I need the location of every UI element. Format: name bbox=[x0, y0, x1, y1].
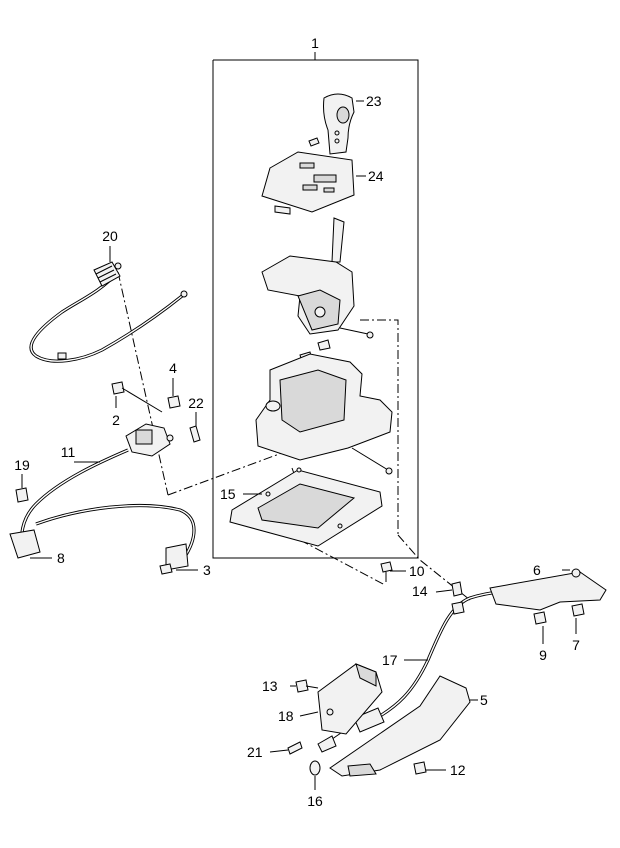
base-plate bbox=[229, 467, 383, 547]
indicator-cover bbox=[261, 151, 355, 215]
callout-24: 24 bbox=[368, 168, 384, 184]
cable-20 bbox=[29, 261, 188, 363]
fasteners-right bbox=[287, 679, 427, 776]
cable-17 bbox=[317, 568, 607, 753]
callout-11: 11 bbox=[61, 444, 76, 460]
callout-12: 12 bbox=[450, 762, 466, 778]
callout-15: 15 bbox=[220, 486, 236, 502]
shift-base bbox=[255, 353, 393, 475]
callout-19: 19 bbox=[14, 457, 30, 473]
leader-lines bbox=[21, 100, 577, 790]
callout-23: 23 bbox=[366, 93, 382, 109]
callout-20: 20 bbox=[102, 228, 118, 244]
callout-1: 1 bbox=[311, 35, 319, 51]
callout-21: 21 bbox=[247, 744, 263, 760]
callout-4: 4 bbox=[169, 360, 177, 376]
callout-18: 18 bbox=[278, 708, 294, 724]
callout-10: 10 bbox=[409, 563, 425, 579]
fasteners-left bbox=[15, 381, 201, 503]
cable-11 bbox=[9, 423, 196, 575]
callout-9: 9 bbox=[539, 647, 547, 663]
shift-knob bbox=[308, 93, 355, 155]
bracket-18 bbox=[317, 663, 383, 735]
callout-8: 8 bbox=[57, 550, 65, 566]
callout-3: 3 bbox=[203, 562, 211, 578]
callout-22: 22 bbox=[188, 395, 204, 411]
callout-14: 14 bbox=[412, 583, 428, 599]
callout-13: 13 bbox=[262, 678, 278, 694]
callout-2: 2 bbox=[112, 412, 120, 428]
callout-16: 16 bbox=[307, 793, 323, 809]
callout-5: 5 bbox=[480, 692, 488, 708]
callouts: 1 2 3 4 5 6 7 8 9 10 11 12 13 14 15 16 1… bbox=[14, 35, 580, 809]
callout-17: 17 bbox=[382, 652, 398, 668]
shift-mechanism-upper bbox=[261, 217, 374, 339]
callout-7: 7 bbox=[572, 637, 580, 653]
callout-6: 6 bbox=[533, 562, 541, 578]
bolt-10 bbox=[380, 561, 393, 582]
heat-shield-5 bbox=[329, 675, 471, 777]
